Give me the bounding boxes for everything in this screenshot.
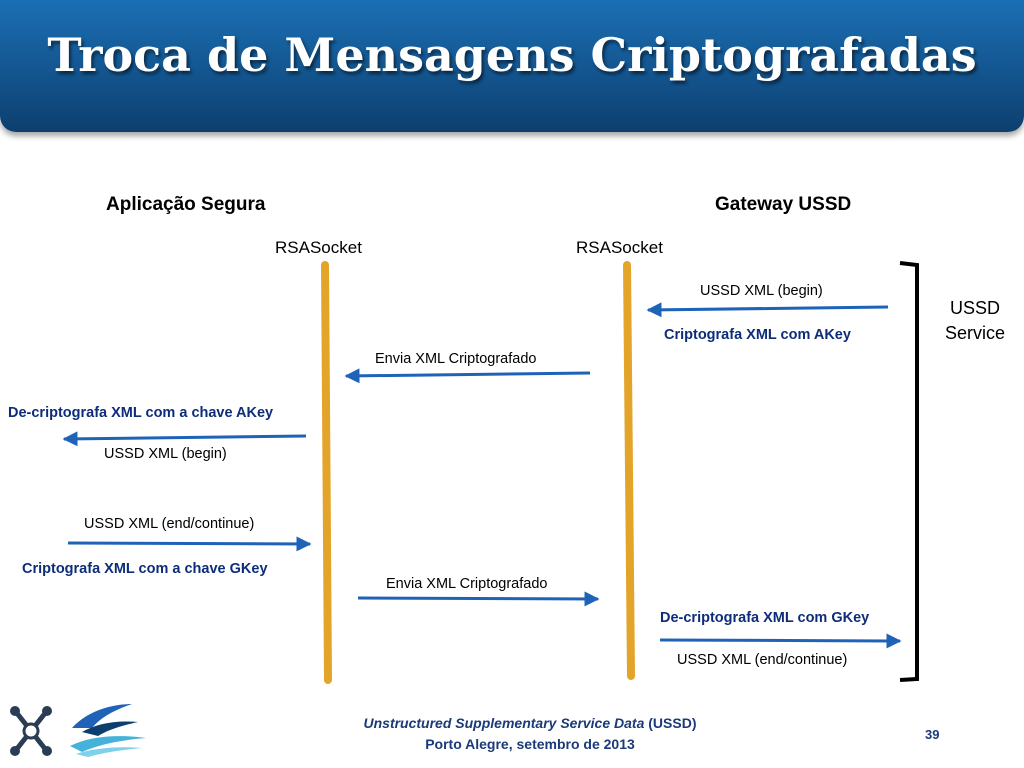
message-m1-label: USSD XML (begin) [700, 283, 823, 299]
arrow-m2 [344, 368, 591, 384]
arrow-m3 [62, 431, 307, 447]
arrow-m5 [357, 591, 600, 607]
arrow-m6 [659, 633, 902, 649]
footer-line1-suffix: (USSD) [644, 715, 697, 731]
footer-line1-italic: Unstructured Supplementary Service Data [363, 715, 645, 731]
message-m5-label: Envia XML Criptografado [386, 576, 548, 592]
operation-m1-label: Criptografa XML com AKey [664, 327, 851, 343]
operation-m3-label: De-criptografa XML com a chave AKey [8, 405, 274, 421]
message-m3-label: USSD XML (begin) [104, 446, 227, 462]
right-socket-label: RSASocket [576, 238, 663, 257]
slide-title: Troca de Mensagens Criptografadas [47, 28, 977, 82]
arrow-m4 [67, 536, 312, 552]
footer-line1: Unstructured Supplementary Service Data … [230, 713, 830, 734]
lifeline-left [321, 261, 332, 684]
operation-m4-label: Criptografa XML com a chave GKey [22, 561, 268, 577]
ussd-service-line1: USSD [949, 298, 1000, 318]
ussd-service-line2: Service [944, 323, 1006, 343]
message-m4-label: USSD XML (end/continue) [84, 516, 255, 532]
right-party-label: Gateway USSD [715, 194, 852, 215]
molecule-logo-icon [8, 702, 54, 765]
ussd-service-label: USSD Service [940, 296, 1010, 346]
swoosh-logo-icon [68, 702, 150, 763]
arrow-m1 [646, 302, 889, 318]
page-number: 39 [925, 727, 940, 742]
lifeline-right [623, 261, 635, 680]
message-m6-label: USSD XML (end/continue) [677, 652, 848, 668]
left-party-label: Aplicação Segura [106, 194, 266, 215]
service-bracket [899, 261, 919, 682]
title-banner [0, 0, 1024, 132]
message-m2-label: Envia XML Criptografado [375, 351, 537, 367]
footer-line2: Porto Alegre, setembro de 2013 [425, 736, 635, 752]
operation-m6-label: De-criptografa XML com GKey [660, 610, 870, 626]
slide-footer: Unstructured Supplementary Service Data … [230, 713, 830, 755]
left-socket-label: RSASocket [275, 238, 362, 257]
